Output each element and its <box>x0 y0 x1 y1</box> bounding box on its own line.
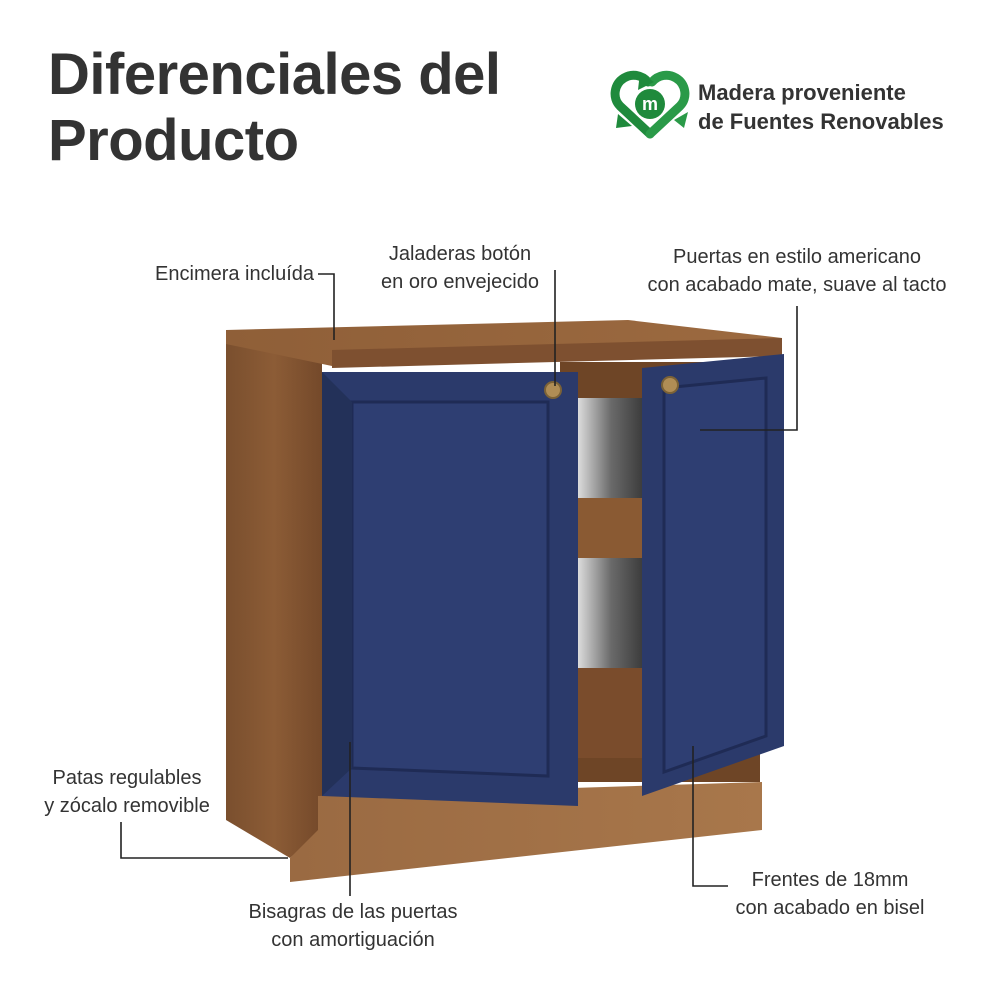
callout-bisagras-line-2: con amortiguación <box>271 929 435 951</box>
leader-frentes <box>692 746 728 887</box>
leader-puertas <box>700 306 798 431</box>
callout-patas-line-1: Patas regulables <box>52 767 202 789</box>
callout-puertas-line-2: con acabado mate, suave al tacto <box>647 274 947 296</box>
right-door-panel <box>662 376 768 775</box>
cabinet-side-panel <box>226 330 322 858</box>
callout-bisagras-line-1: Bisagras de las puertas <box>248 901 458 923</box>
leader-patas <box>120 822 288 859</box>
logo-letter: m <box>642 94 658 114</box>
right-door-knob <box>661 376 679 394</box>
callout-patas-line-2: y zócalo removible <box>44 795 210 817</box>
interior-shelf-upper <box>578 498 644 558</box>
callout-frentes-line-2: con acabado en bisel <box>735 897 925 919</box>
left-door-edge <box>322 372 352 796</box>
left-door-knob <box>544 381 562 399</box>
callout-puertas-line-1: Puertas en estilo americano <box>673 246 921 268</box>
recycle-m-icon: m <box>610 70 690 139</box>
callout-jaladeras: Jaladeras botón en oro envejecido <box>355 240 565 296</box>
countertop-front-edge <box>332 338 782 368</box>
callout-encimera-line-1: Encimera incluída <box>155 263 314 285</box>
plinth-base <box>290 782 762 882</box>
page-title: Diferenciales del Producto <box>48 42 501 174</box>
callout-patas: Patas regulables y zócalo removible <box>24 764 230 820</box>
callout-bisagras: Bisagras de las puertas con amortiguació… <box>222 898 484 954</box>
callout-encimera: Encimera incluída <box>90 260 314 288</box>
callout-jaladeras-line-1: Jaladeras botón <box>388 243 532 265</box>
interior-shelf-lower <box>578 668 644 758</box>
title-line-1: Diferenciales del <box>48 42 501 107</box>
badge-text: Madera proveniente de Fuentes Renovables <box>698 78 944 136</box>
renewable-wood-badge: m Madera proveniente de Fuentes Renovabl… <box>606 64 986 144</box>
leader-encimera <box>318 273 335 340</box>
callout-frentes: Frentes de 18mm con acabado en bisel <box>712 866 948 922</box>
callout-puertas: Puertas en estilo americano con acabado … <box>614 243 980 299</box>
callout-frentes-line-1: Frentes de 18mm <box>751 869 909 891</box>
left-door-panel <box>350 400 550 778</box>
title-line-2: Producto <box>48 108 299 173</box>
badge-line-2: de Fuentes Renovables <box>698 109 944 134</box>
callout-jaladeras-line-2: en oro envejecido <box>381 271 539 293</box>
badge-line-1: Madera proveniente <box>698 80 906 105</box>
